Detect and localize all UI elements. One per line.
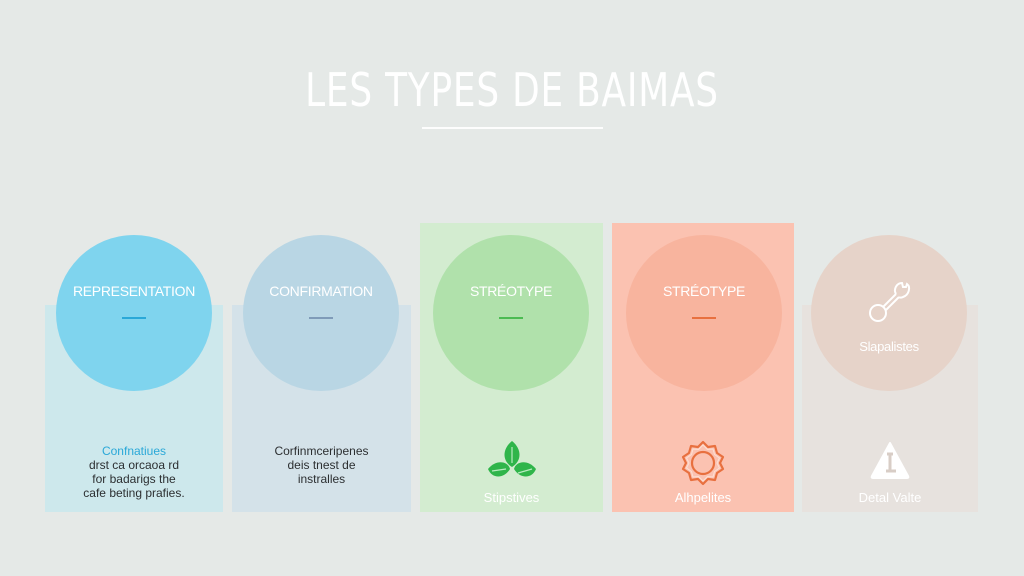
gear-ring-icon bbox=[612, 439, 794, 487]
circle-label: STRÉOTYPE bbox=[662, 283, 746, 299]
circle-label: REPRESENTATION bbox=[72, 283, 196, 299]
accent-dash bbox=[692, 317, 716, 319]
accent-dash bbox=[122, 317, 146, 319]
accent-dash bbox=[499, 317, 523, 319]
description-line: Corfinmceripenes bbox=[274, 444, 369, 458]
accent-dash bbox=[309, 317, 333, 319]
leaves-icon bbox=[420, 439, 603, 485]
circle-specialists: Slapalistes bbox=[811, 235, 967, 391]
title-divider bbox=[422, 127, 603, 129]
description-line: cafe beting prafies. bbox=[83, 486, 185, 500]
circle-label: CONFIRMATION bbox=[269, 283, 373, 299]
wrench-icon bbox=[811, 279, 967, 325]
circle-representation: REPRESENTATION bbox=[56, 235, 212, 391]
caption: Stipstives bbox=[483, 490, 540, 505]
description-line: instralles bbox=[297, 472, 346, 486]
description-line: for badarigs the bbox=[92, 472, 176, 486]
description: Confnatiues drst ca orcaoa rd for badari… bbox=[45, 444, 223, 500]
circle-label: Slapalistes bbox=[859, 339, 919, 354]
circle-confirmation: CONFIRMATION bbox=[243, 235, 399, 391]
caption: Alhpelites bbox=[674, 490, 732, 505]
description-line: deis tnest de bbox=[287, 458, 356, 472]
circle-stereotype-coral: STRÉOTYPE bbox=[626, 235, 782, 391]
circle-stereotype-green: STRÉOTYPE bbox=[433, 235, 589, 391]
page-title: LES TYPES DE BAIMAS bbox=[305, 63, 719, 117]
caption: Detal Valte bbox=[858, 490, 922, 505]
warning-icon bbox=[802, 441, 978, 479]
description-line: drst ca orcaoa rd bbox=[88, 458, 180, 472]
description: Corfinmceripenes deis tnest de instralle… bbox=[232, 444, 411, 486]
card-stereotype-green: STRÉOTYPE Stipstives bbox=[420, 223, 603, 512]
card-stereotype-coral: STRÉOTYPE Alhpelites bbox=[612, 223, 794, 512]
description-heading: Confnatiues bbox=[101, 444, 167, 458]
circle-label: STRÉOTYPE bbox=[469, 283, 553, 299]
